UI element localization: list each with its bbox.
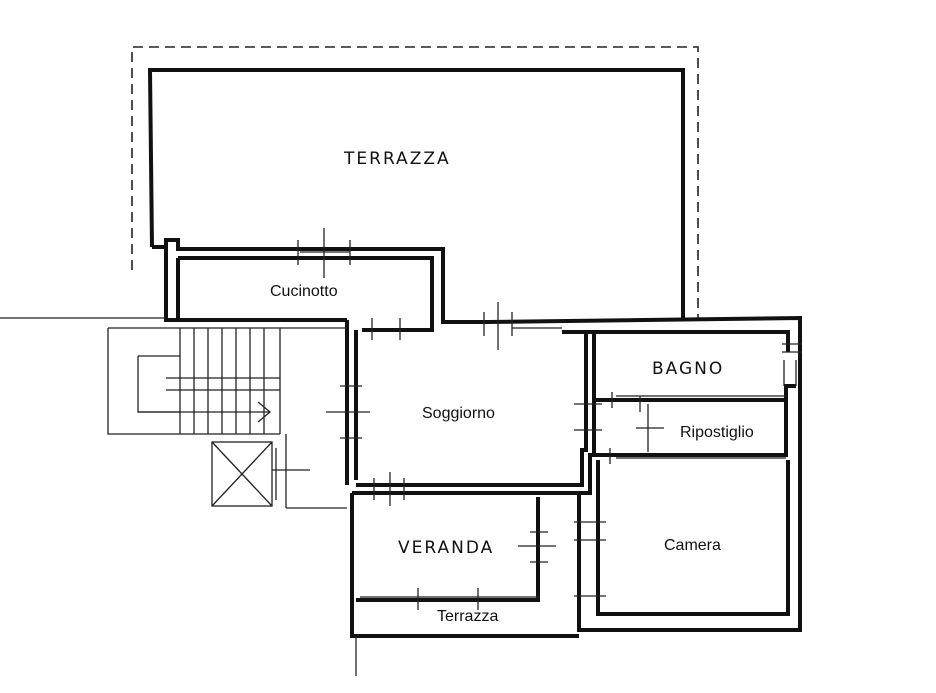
north-wall [486, 315, 802, 358]
kitchenette-label: Cucinotto [270, 283, 338, 300]
bedroom-label: Camera [664, 537, 721, 554]
terrace-top-label: TERRAZZA [343, 149, 451, 169]
lift-shaft [211, 441, 273, 507]
storage-label: Ripostiglio [680, 424, 754, 441]
living-room-east-inner [352, 332, 596, 495]
east-outer-wall [577, 358, 802, 632]
staircase [0, 317, 347, 509]
bathroom-label: BAGNO [652, 359, 724, 379]
veranda-wall [350, 493, 579, 638]
living-room-label: Soggiorno [422, 405, 495, 422]
terrace-boundary-dashed [131, 46, 699, 318]
veranda-inner-wall [356, 497, 540, 602]
bathroom-south-wall [594, 384, 796, 402]
living-room-east-wall [356, 332, 588, 487]
bedroom-inner-wall [596, 460, 790, 616]
window-markers [297, 228, 802, 610]
kitchenette-inner-wall [164, 247, 347, 322]
kitchenette-right-wall [178, 256, 434, 332]
terrace-wall [147, 68, 685, 318]
terrace-bottom-label: Terrazza [437, 608, 498, 625]
veranda-label: VERANDA [398, 538, 494, 558]
kitchenette-wall [152, 238, 487, 324]
north-inner-wall [562, 330, 790, 352]
